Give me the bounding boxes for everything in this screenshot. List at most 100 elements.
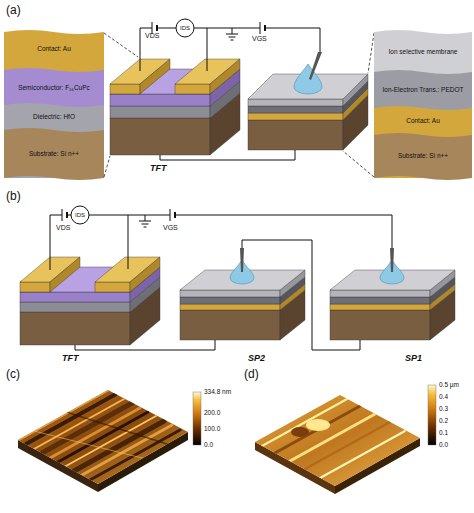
layer-label: Ion selective membrane bbox=[374, 48, 472, 55]
layer-label: Contact: Au bbox=[4, 45, 104, 52]
circuit-wire bbox=[229, 37, 236, 38]
circuit-wire bbox=[67, 215, 71, 216]
current-label: IDS bbox=[71, 212, 89, 219]
scale-label: 0.0 bbox=[204, 441, 213, 448]
circuit-wire bbox=[145, 215, 146, 221]
sensor-device bbox=[248, 99, 343, 106]
afm-surface bbox=[291, 427, 309, 437]
scale-label: 0.1 bbox=[439, 429, 448, 436]
scale-label: 334.8 nm bbox=[204, 388, 231, 395]
circuit-wire bbox=[71, 206, 89, 224]
circuit-wire bbox=[89, 215, 128, 269]
scale-label: 0.5 µm bbox=[439, 381, 459, 388]
circuit-wire bbox=[75, 340, 215, 350]
sensor-device bbox=[330, 304, 430, 310]
layer-callout bbox=[374, 133, 472, 180]
sensor-device bbox=[248, 106, 343, 113]
voltage-label: VGS bbox=[163, 224, 178, 232]
circuit-wire bbox=[265, 28, 320, 52]
droplet bbox=[294, 64, 322, 94]
afm-surface bbox=[255, 395, 420, 486]
tft-device bbox=[95, 282, 130, 292]
sensor-device bbox=[330, 297, 430, 304]
droplet bbox=[230, 260, 404, 284]
panel-label: (c) bbox=[6, 368, 20, 382]
voltage-label: VDS bbox=[145, 32, 159, 40]
circuit-wire bbox=[140, 19, 320, 160]
device-label: SP2 bbox=[248, 353, 265, 363]
circuit-wire bbox=[207, 28, 260, 29]
panel-label: (b) bbox=[6, 190, 21, 204]
callout-leader bbox=[104, 33, 374, 177]
sensor-device bbox=[330, 310, 430, 340]
circuit-wire bbox=[260, 22, 261, 34]
tft-device bbox=[20, 312, 130, 345]
circuit-wire bbox=[175, 215, 392, 248]
circuit-wire bbox=[242, 240, 360, 350]
circuit-wire bbox=[176, 19, 194, 37]
device-label: TFT bbox=[62, 353, 79, 363]
electrode-probe bbox=[309, 52, 322, 80]
layer-label: Substrate: Si n++ bbox=[374, 152, 472, 159]
electrode-probe bbox=[240, 248, 394, 272]
device-label: SP1 bbox=[405, 353, 422, 363]
circuit-wire bbox=[231, 40, 234, 41]
circuit-wire bbox=[226, 34, 238, 35]
scale-label: 0.3 bbox=[439, 405, 448, 412]
callout-leader bbox=[104, 156, 110, 177]
tft-device bbox=[20, 302, 130, 312]
tft-device bbox=[110, 106, 210, 118]
scale-label: 0.2 bbox=[439, 417, 448, 424]
callout-leader bbox=[343, 151, 374, 177]
layer-label: Semiconductor: F₁₆CuPc bbox=[4, 84, 104, 91]
scale-label: 200.0 bbox=[204, 409, 220, 416]
sensor-device bbox=[180, 310, 280, 340]
electrode-probe bbox=[390, 248, 394, 272]
device-label: TFT bbox=[150, 163, 167, 173]
layer-label: Ion-Electron Trans.: PEDOT bbox=[374, 86, 472, 93]
circuit-wire bbox=[50, 206, 392, 350]
tft-device bbox=[210, 59, 240, 94]
afm-surface bbox=[90, 430, 180, 480]
sensor-device bbox=[180, 304, 280, 310]
sensor-device bbox=[248, 113, 343, 120]
callout-leader bbox=[104, 33, 138, 57]
scale-label: 0.0 bbox=[439, 441, 448, 448]
current-label: IDS bbox=[176, 25, 194, 32]
afm-surface bbox=[193, 392, 201, 445]
circuit-wire bbox=[160, 150, 295, 160]
afm-surface bbox=[428, 385, 436, 445]
afm-surface bbox=[18, 390, 180, 480]
afm-surface bbox=[18, 390, 201, 492]
sensor-device bbox=[180, 297, 280, 304]
voltage-label: VDS bbox=[56, 224, 70, 232]
afm-surface bbox=[30, 430, 150, 460]
afm-surface bbox=[262, 399, 405, 478]
afm-surface bbox=[320, 431, 405, 478]
tft-device bbox=[20, 282, 50, 292]
tft-device bbox=[110, 59, 240, 155]
afm-surface bbox=[306, 419, 330, 431]
scale-label: 0.4 bbox=[439, 393, 448, 400]
tft-device bbox=[110, 84, 140, 94]
callout-leader bbox=[368, 33, 374, 73]
circuit-wire bbox=[232, 28, 233, 34]
panel-label: (a) bbox=[6, 4, 21, 18]
tft-device bbox=[20, 292, 130, 302]
layer-label: Substrate: Si n++ bbox=[4, 150, 104, 157]
tft-device bbox=[50, 257, 80, 292]
droplet bbox=[294, 64, 322, 94]
circuit-wire bbox=[142, 224, 149, 225]
electrode-probe bbox=[309, 52, 322, 80]
layer-callout bbox=[4, 128, 104, 180]
scale-label: 100.0 bbox=[204, 425, 220, 432]
layer-label: Dielectric: HfO bbox=[4, 113, 104, 120]
circuit-wire bbox=[170, 209, 171, 221]
afm-surface bbox=[82, 425, 172, 475]
circuit-wire bbox=[157, 28, 176, 29]
layer-callout bbox=[374, 30, 472, 180]
tft-device bbox=[140, 59, 170, 94]
tft-device bbox=[110, 94, 210, 106]
layer-callout bbox=[4, 30, 104, 180]
